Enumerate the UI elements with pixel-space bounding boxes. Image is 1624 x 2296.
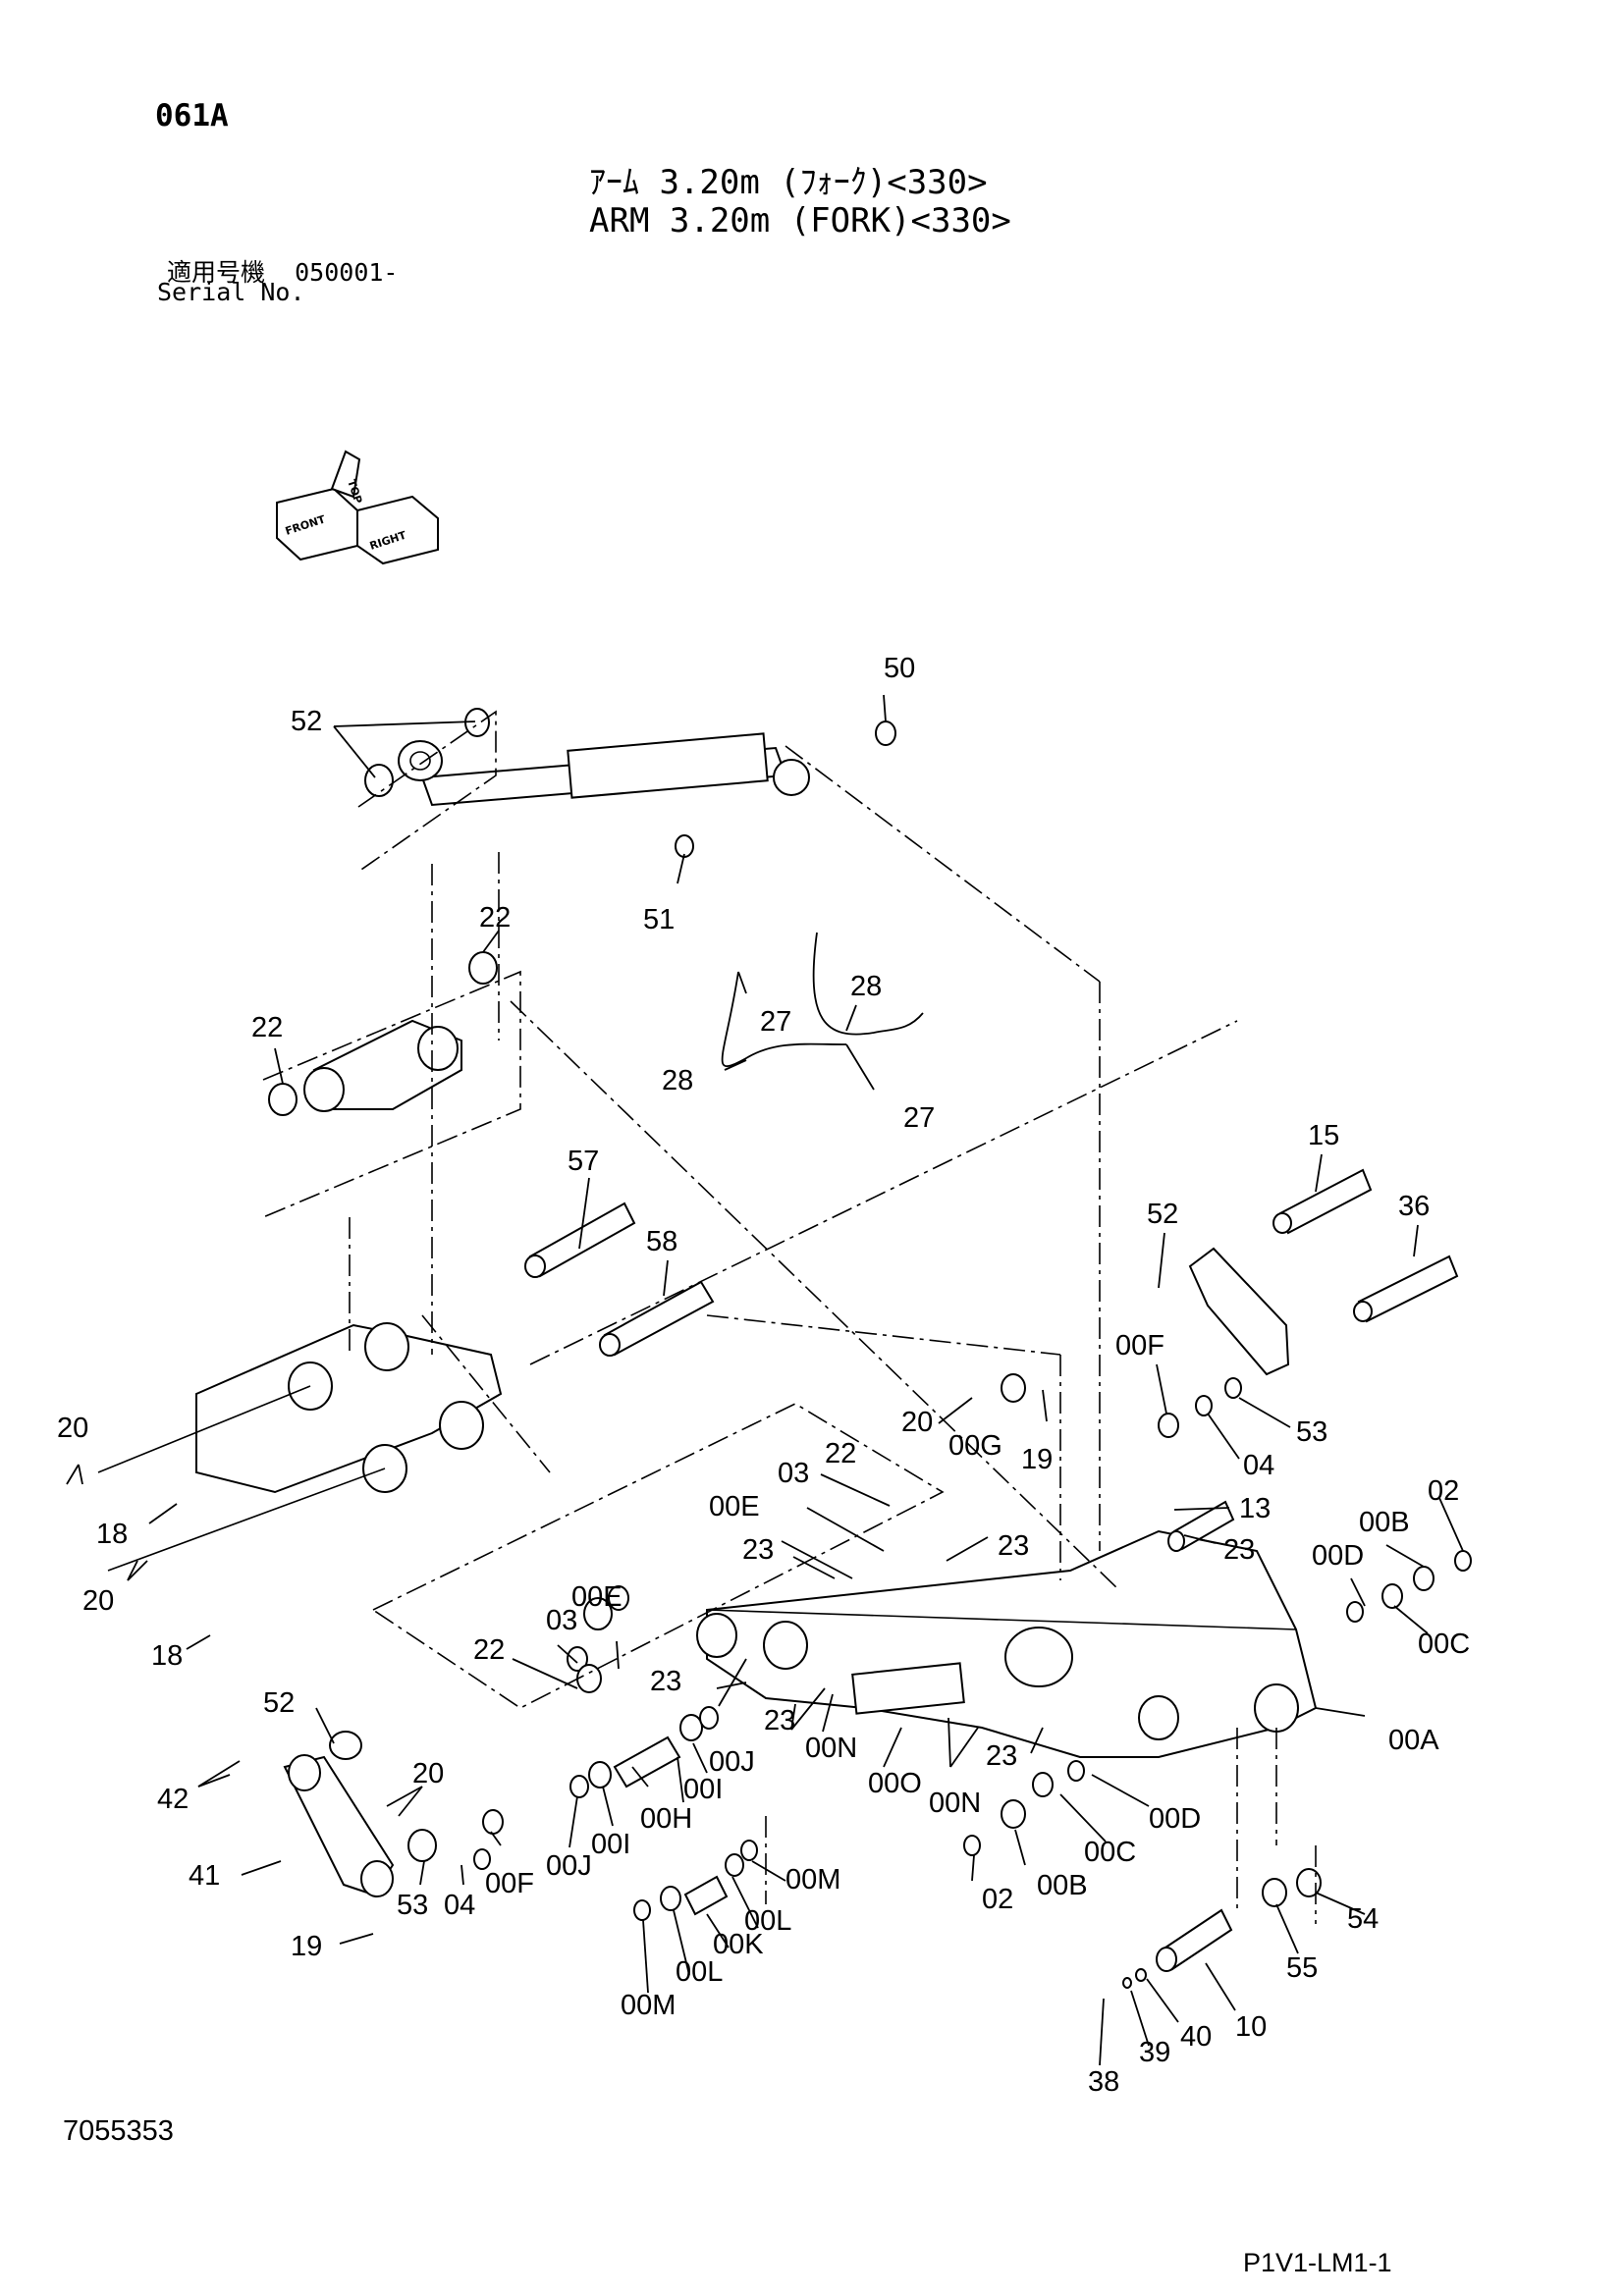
pin-bottom [1122,1868,1322,1989]
diagram-code: 061A [155,98,229,133]
callout-label: 00M [785,1864,840,1896]
callout-label: 22 [473,1634,505,1666]
callout-label: 22 [479,902,511,934]
callout-label: 10 [1235,2011,1267,2043]
callout-label: 39 [1139,2037,1170,2068]
construction-lines [262,710,1317,1924]
leader-lines [66,694,1464,2066]
callout-label: 19 [1021,1444,1053,1475]
callout-label: 03 [778,1458,809,1489]
callout-label: 23 [650,1666,681,1697]
callout-label: 22 [251,1012,283,1043]
callout-label: 53 [1296,1416,1327,1448]
callout-label: 58 [646,1226,677,1257]
callout-label: 38 [1088,2066,1119,2098]
callout-label: 20 [412,1758,444,1789]
serial-row: 適用号機 050001- [167,253,398,289]
callout-label: 27 [903,1102,935,1134]
callout-label: 00J [546,1850,592,1882]
callout-label: 04 [1243,1450,1274,1481]
callout-label: 00F [1115,1330,1164,1362]
bucket-fork [97,1322,503,1572]
callout-label: 27 [760,1006,791,1038]
arm-link-left [283,1731,437,1897]
callout-label: 20 [82,1585,114,1617]
orientation-indicator: FRONT TOP RIGHT [276,450,439,565]
callout-label: 52 [1147,1199,1178,1230]
bushings-seals [473,1373,1472,1921]
callout-label: 00L [676,1956,723,1988]
serial-label-japanese: 適用号機 [167,258,266,287]
callout-label: 55 [1286,1952,1318,1984]
callout-label: 28 [850,971,882,1002]
page-reference: P1V1-LM1-1 [1243,2248,1392,2277]
callout-label: 50 [884,653,915,684]
callout-label: 00L [744,1905,791,1937]
callout-label: 23 [764,1705,795,1736]
callout-label: 02 [1428,1475,1459,1507]
callout-label: 15 [1308,1120,1339,1151]
document-number: 7055353 [63,2115,174,2147]
callout-label: 23 [998,1530,1029,1562]
callout-label: 51 [643,904,675,935]
callout-label: 54 [1347,1903,1379,1935]
callout-label: 41 [189,1860,220,1892]
callout-label: 00G [948,1430,1002,1462]
arm-link-right [1188,1168,1459,1376]
callout-label: 00C [1084,1837,1136,1868]
callout-label: 42 [157,1784,189,1815]
callout-label: 22 [825,1438,856,1469]
serial-label-english: Serial No. [157,278,305,306]
callout-label: 52 [291,706,322,737]
callout-label: 20 [901,1407,933,1438]
callout-label: 00I [683,1774,723,1805]
callout-label: 00D [1312,1540,1364,1572]
callout-label: 13 [1239,1493,1271,1524]
callout-label: 23 [742,1534,774,1566]
hoses [721,932,924,1068]
callout-label: 00M [621,1990,676,2021]
callout-label: 00J [709,1746,755,1778]
callout-label: 00K [713,1929,764,1960]
callout-label: 00N [929,1788,981,1819]
callout-label: 00O [868,1768,922,1799]
bucket-link-upper [268,951,498,1116]
callout-label: 00E [571,1581,623,1613]
callout-label: 19 [291,1931,322,1962]
callout-label: 00N [805,1733,857,1764]
callout-label: 00D [1149,1803,1201,1835]
callout-label: 36 [1398,1191,1430,1222]
callout-label: 52 [263,1687,295,1719]
callout-label: 20 [57,1413,88,1444]
callout-label: 02 [982,1884,1013,1915]
callout-label: 00H [640,1803,692,1835]
callout-labels: 50 52 51 22 22 27 28 28 27 57 58 15 36 5… [57,653,1470,2098]
callout-label: 23 [986,1740,1017,1772]
serial-value: 050001- [295,258,399,287]
callout-label: 04 [444,1890,475,1921]
callout-label: 00F [485,1868,534,1899]
callout-label: 00E [709,1491,760,1522]
callout-label: 18 [151,1640,183,1672]
callout-label: 00B [1037,1870,1088,1901]
callout-label: 00A [1388,1725,1439,1756]
bucket-cylinder [364,708,896,858]
callout-label: 40 [1180,2021,1212,2053]
title-japanese-text: ｱｰﾑ 3.20m (ﾌｫｰｸ)<330> [589,163,988,202]
callout-label: 28 [662,1065,693,1096]
pins-upper [524,1201,715,1357]
callout-label: 03 [546,1605,577,1636]
callout-label: 53 [397,1890,428,1921]
callout-label: 57 [568,1146,599,1177]
callout-label: 23 [1223,1534,1255,1566]
title-japanese: ｱｰﾑ 3.20m (ﾌｫｰｸ)<330> [589,155,1035,203]
callout-label: 00I [591,1829,630,1860]
callout-label: 00B [1359,1507,1410,1538]
callout-label: 00C [1418,1629,1470,1660]
callout-label: 18 [96,1519,128,1550]
title-english: ARM 3.20m (FORK)<330> [589,201,1035,240]
title-english-text: ARM 3.20m (FORK)<330> [589,201,1011,240]
